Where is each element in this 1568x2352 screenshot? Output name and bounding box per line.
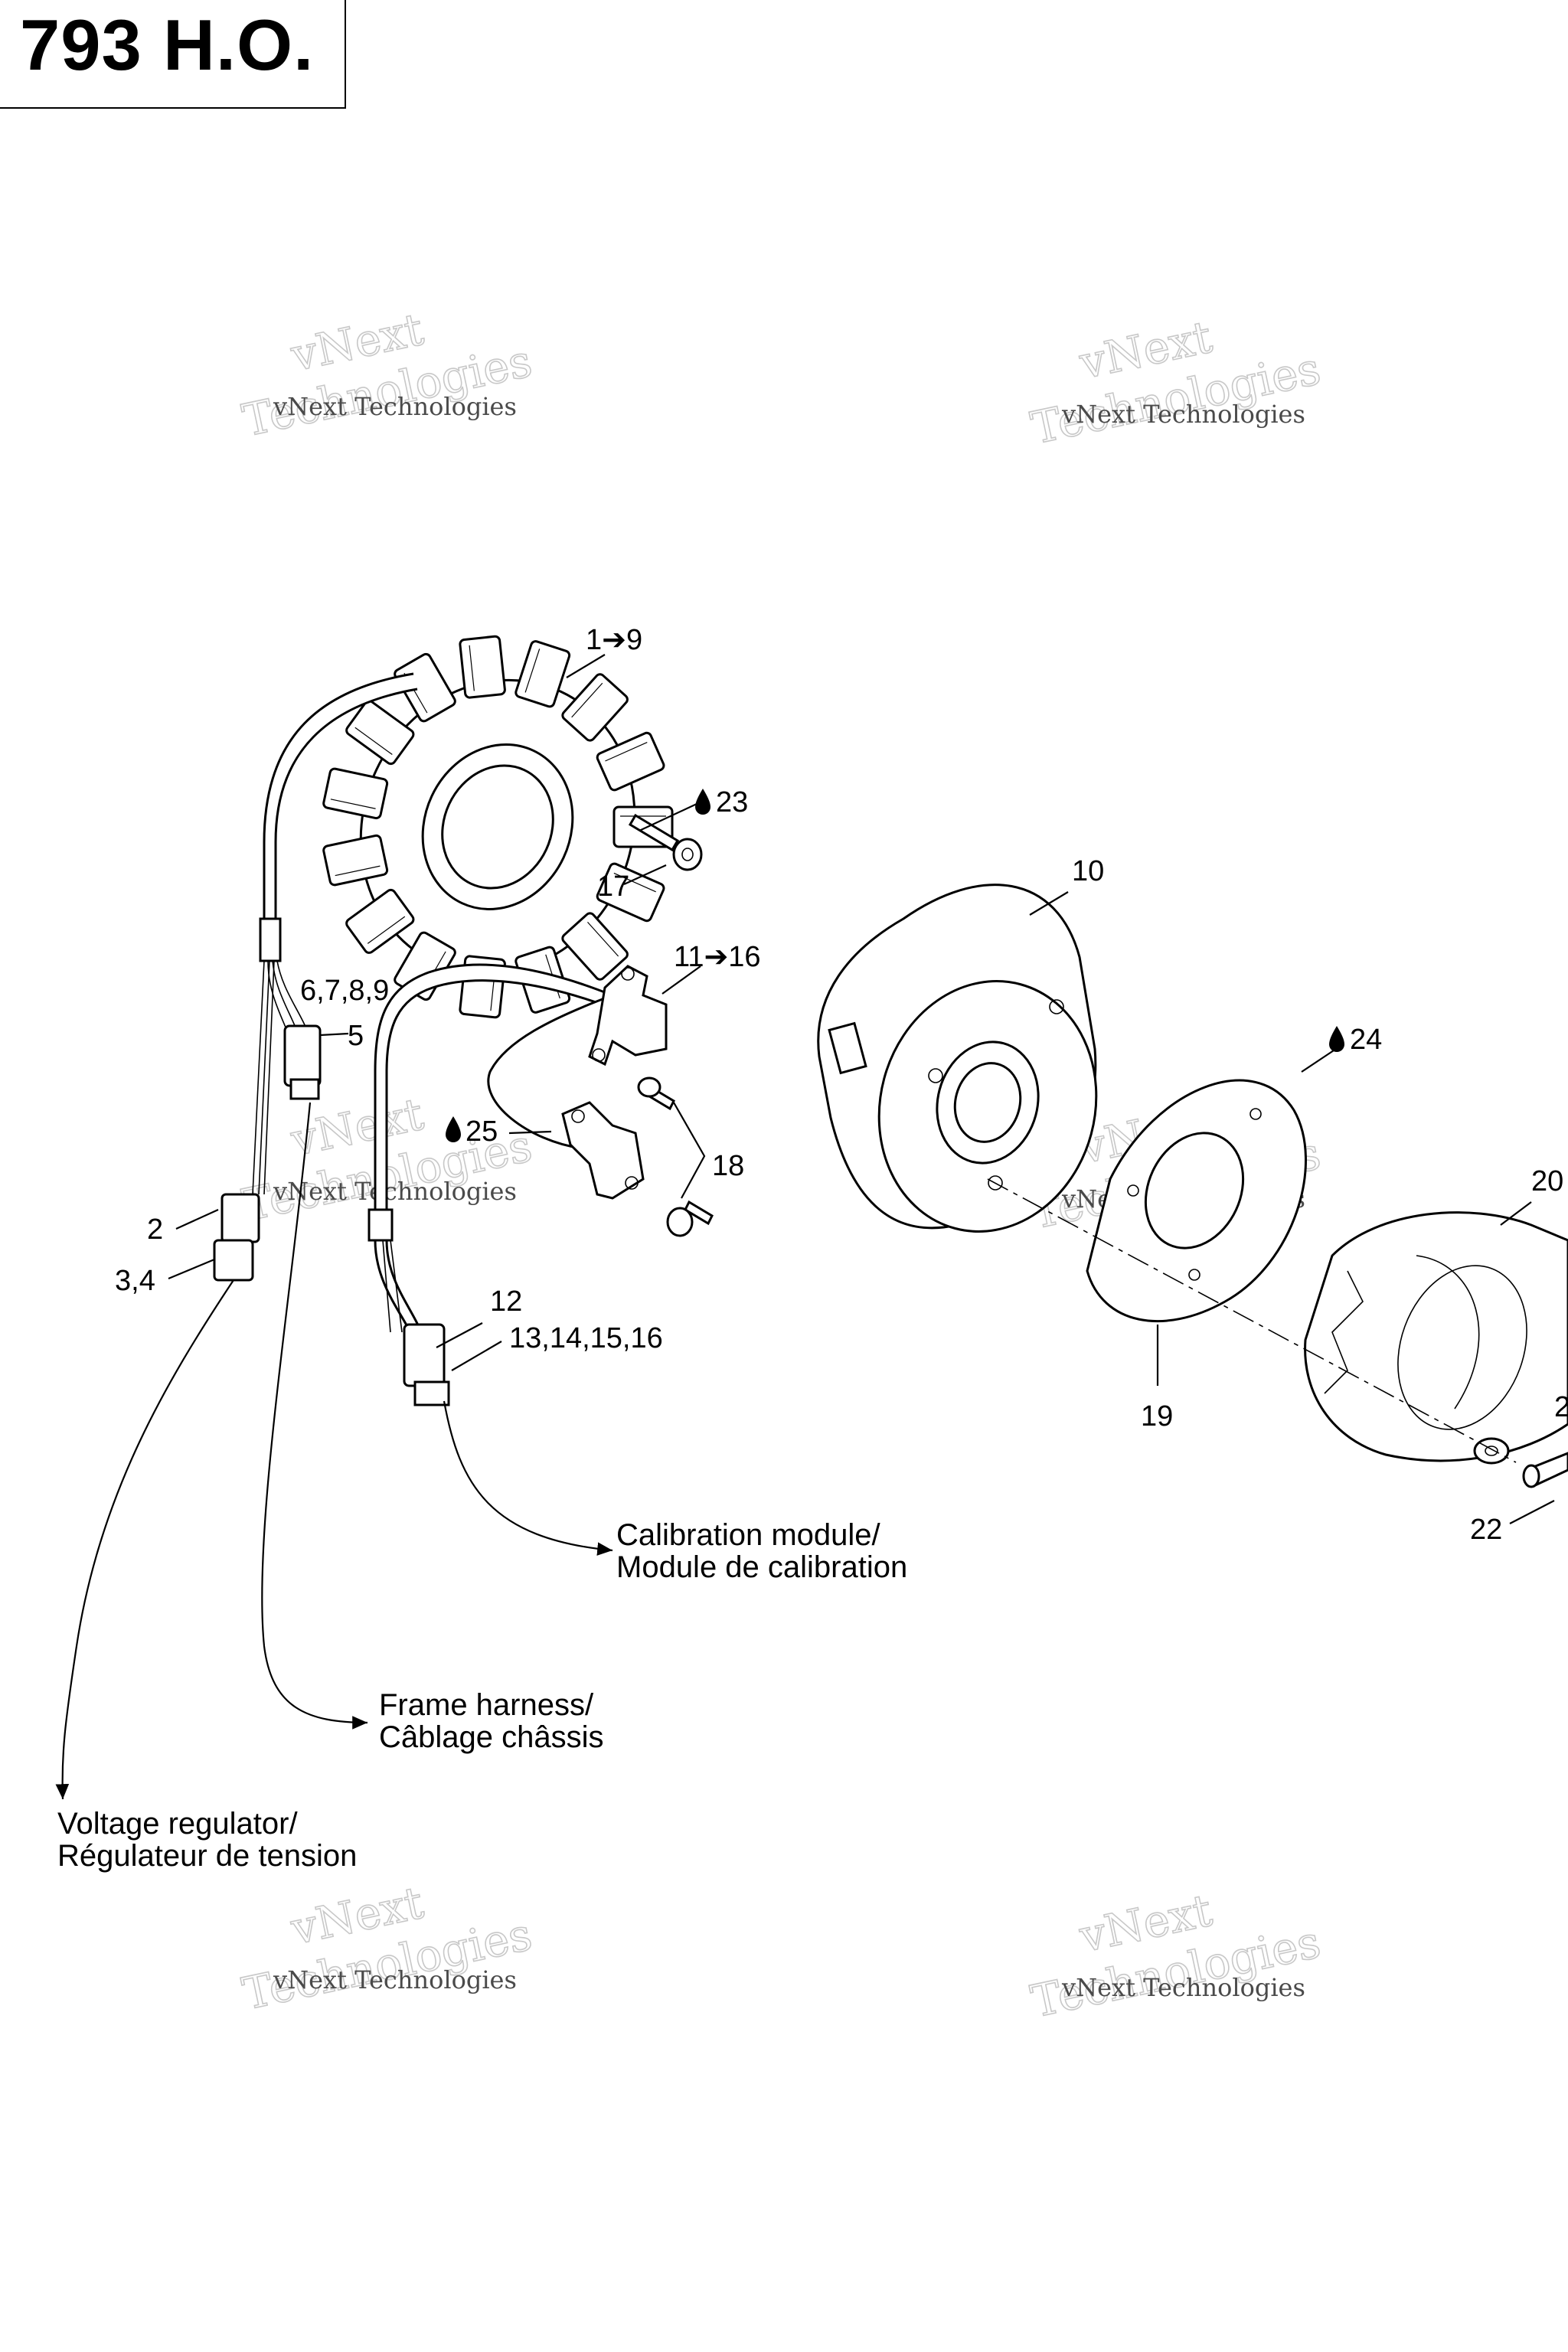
- leader-lines: [168, 654, 1555, 1524]
- connector-5: [283, 1024, 322, 1087]
- trigger-ring-part: [1086, 1079, 1307, 1323]
- stator-pole-winding: [367, 916, 406, 944]
- label-calibration-fr: Module de calibration: [616, 1550, 907, 1584]
- stator-pole-winding: [613, 872, 656, 893]
- trigger-sensor-lower: [561, 1101, 645, 1200]
- stator-harness: [213, 672, 418, 1282]
- drop-icon: [446, 1116, 461, 1142]
- svg-text:vNext Technologies: vNext Technologies: [273, 1965, 517, 1994]
- stator-pole-winding: [469, 645, 475, 691]
- stator-pole: [345, 888, 415, 954]
- callout-20: 20: [1531, 1165, 1563, 1197]
- stator-pole-winding: [330, 799, 376, 809]
- callout-5: 5: [348, 1020, 364, 1052]
- stator-pole: [459, 635, 506, 699]
- stator-pole: [514, 640, 571, 708]
- label-voltage-en: Voltage regulator/: [57, 1807, 298, 1841]
- center-axis-line: [987, 1178, 1517, 1463]
- flywheel-screw-part: [1522, 1452, 1568, 1488]
- callout-1-9: 1➔9: [586, 624, 642, 656]
- svg-text:vNext Technologies: vNext Technologies: [1061, 400, 1305, 429]
- connector-2: [220, 1193, 260, 1243]
- arrow-calibration: [443, 1400, 613, 1556]
- stator-screw-part: [628, 813, 703, 871]
- callout-19: 19: [1141, 1400, 1173, 1432]
- svg-text:vNext Technologies: vNext Technologies: [273, 392, 517, 421]
- label-calibration-en: Calibration module/: [616, 1518, 881, 1552]
- starter-cup-part: [1304, 1211, 1568, 1462]
- watermark-bottom-right: vNext Technologies vNext Technologies: [1026, 1883, 1325, 2028]
- callout-11-16: 11➔16: [674, 941, 761, 973]
- label-frame-en: Frame harness/: [379, 1688, 594, 1722]
- callout-13-16: 13,14,15,16: [509, 1322, 663, 1354]
- arrow-frame-harness: [261, 1102, 368, 1730]
- stator-part: [322, 635, 674, 1019]
- stator-pole-winding: [335, 865, 381, 877]
- callout-22: 22: [1470, 1514, 1502, 1546]
- page-title: 793 H.O.: [20, 5, 315, 85]
- callout-23: 23: [716, 786, 748, 818]
- connector-12: [403, 1323, 446, 1387]
- watermark-top-left: vNext Technologies vNext Technologies: [237, 302, 537, 447]
- stator-pole-winding: [354, 727, 393, 756]
- label-frame-fr: Câblage châssis: [379, 1720, 604, 1754]
- stator-pole-winding: [571, 682, 603, 718]
- callout-24: 24: [1350, 1024, 1382, 1056]
- stator-pole: [561, 912, 629, 981]
- callout-18: 18: [712, 1150, 744, 1182]
- stator-poles: [322, 635, 674, 1019]
- connector-3-4: [213, 1239, 254, 1282]
- callout-17: 17: [597, 871, 629, 903]
- drop-icon: [695, 789, 710, 815]
- stator-pole: [596, 862, 665, 923]
- callout-3-4: 3,4: [115, 1265, 155, 1297]
- callout-6-9: 6,7,8,9: [300, 975, 389, 1007]
- stator-pole-winding: [587, 921, 619, 957]
- stator-pole: [322, 834, 389, 887]
- watermark-bottom-left: vNext Technologies vNext Technologies: [237, 1876, 537, 2020]
- callout-2: 2: [147, 1214, 163, 1246]
- stator-pole: [322, 767, 389, 820]
- title-box: 793 H.O.: [0, 0, 346, 109]
- sensor-screws: [637, 1076, 714, 1237]
- callout-21: 2: [1554, 1391, 1568, 1423]
- leader-23: [639, 803, 697, 831]
- svg-text:vNext Technologies: vNext Technologies: [273, 1177, 517, 1206]
- trigger-sensor-upper: [588, 965, 668, 1067]
- callout-12: 12: [490, 1285, 522, 1318]
- watermark-top-right: vNext Technologies vNext Technologies: [1026, 310, 1325, 455]
- label-voltage-fr: Régulateur de tension: [57, 1839, 357, 1873]
- callout-25: 25: [466, 1116, 498, 1148]
- stator-pole: [394, 652, 456, 723]
- stator-pole-winding: [605, 742, 648, 762]
- stator-pole-winding: [524, 648, 541, 693]
- flywheel-part: [817, 884, 1098, 1233]
- stator-pole: [596, 731, 665, 792]
- drop-icon: [1329, 1026, 1344, 1052]
- connector-13-16: [413, 1380, 450, 1406]
- stator-pole: [561, 673, 629, 742]
- arrow-voltage-regulator: [55, 1279, 234, 1800]
- svg-text:vNext Technologies: vNext Technologies: [1061, 1973, 1305, 2002]
- stator-pole: [345, 700, 415, 766]
- callout-10: 10: [1072, 855, 1104, 887]
